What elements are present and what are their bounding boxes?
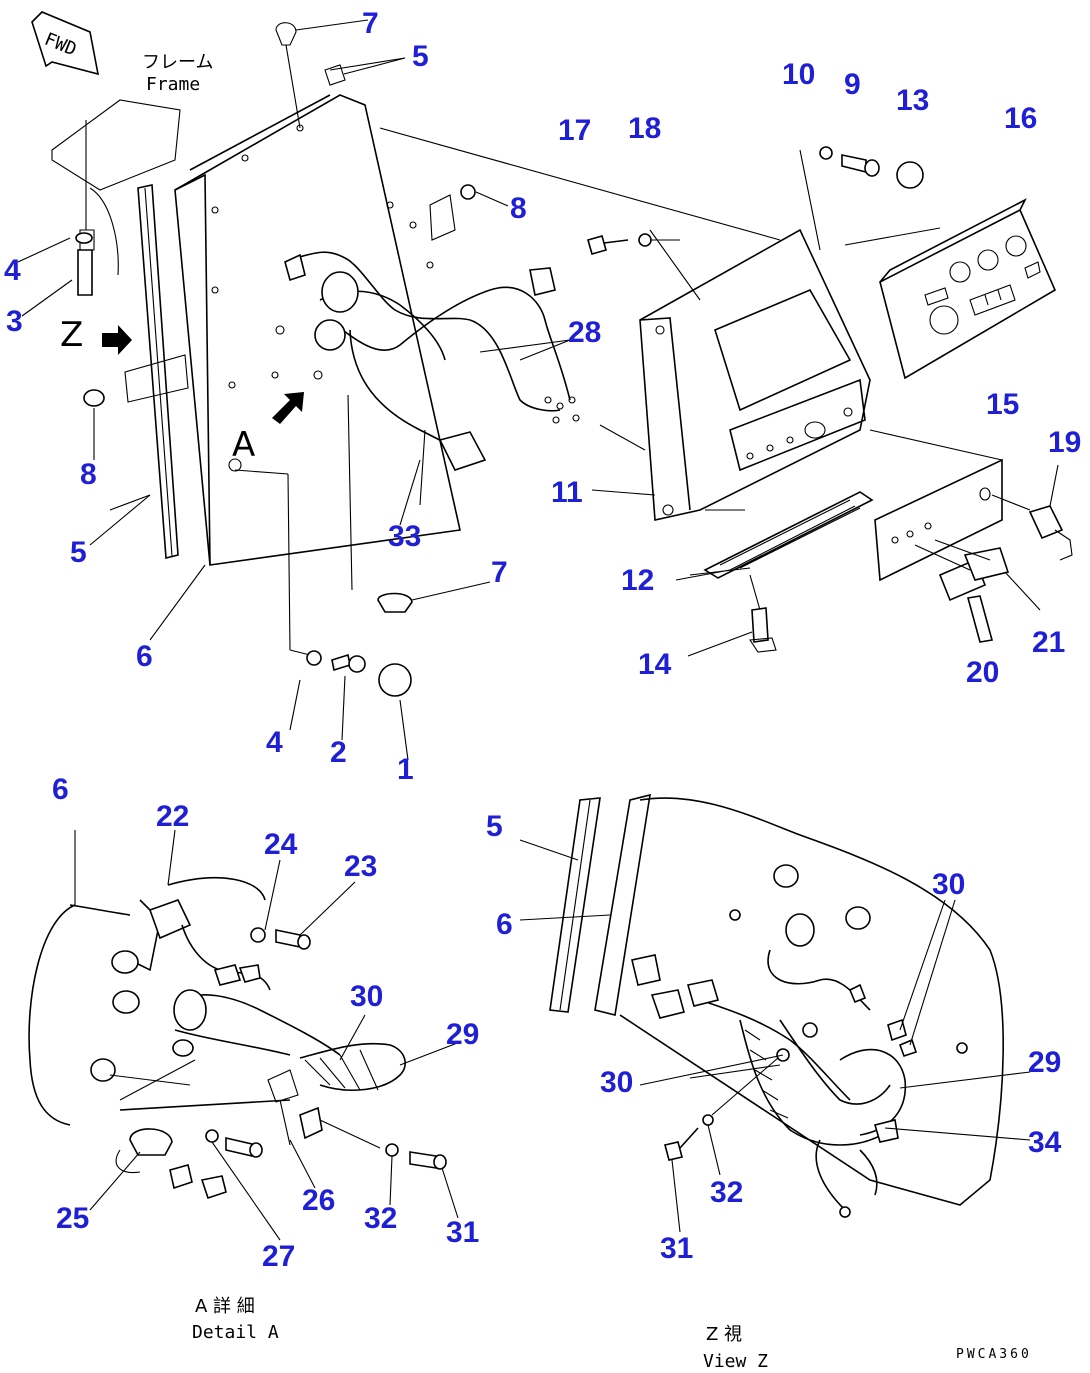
detail-a-caption-en: Detail A <box>192 1322 279 1343</box>
monitor-panel-16 <box>879 198 1057 380</box>
view-z-drawing <box>549 793 1004 1218</box>
callout-43: 34 <box>1028 1126 1062 1159</box>
callout-33: 25 <box>56 1202 89 1235</box>
callout-21: 12 <box>621 564 654 597</box>
callout-numbers: 7 5 8 4 3 8 5 6 33 7 28 4 2 1 17 18 10 9… <box>4 7 1081 1273</box>
callout-20: 11 <box>551 476 583 509</box>
callout-42: 29 <box>1028 1046 1061 1079</box>
view-z-caption-en: View Z <box>703 1351 768 1372</box>
callout-45: 31 <box>660 1232 693 1265</box>
callout-10: 28 <box>568 316 601 349</box>
z-marker: Z <box>60 315 83 355</box>
drawing-code: PWCA360 <box>956 1347 1032 1362</box>
callout-26: 20 <box>966 656 999 689</box>
callout-14: 17 <box>558 114 591 147</box>
callout-5: 8 <box>80 458 97 491</box>
seal-strip-5 <box>109 184 179 560</box>
cab-frame-11 <box>379 127 871 521</box>
frame-fragment <box>51 99 181 296</box>
callout-18: 13 <box>896 84 929 117</box>
callout-37: 31 <box>446 1216 479 1249</box>
frame-label-en: Frame <box>146 74 200 95</box>
callout-44: 32 <box>710 1176 743 1209</box>
callout-34: 27 <box>262 1240 295 1273</box>
callout-38: 5 <box>486 810 503 843</box>
leader-lines <box>17 57 1031 1241</box>
view-z-arrow-icon <box>102 325 132 355</box>
callout-29: 24 <box>264 828 298 861</box>
callout-9: 7 <box>491 556 508 589</box>
a-marker: A <box>232 425 255 465</box>
callout-6: 5 <box>70 536 87 569</box>
plate-12 <box>689 491 874 653</box>
callout-4: 3 <box>6 305 23 338</box>
callout-2: 8 <box>510 192 527 225</box>
callout-25: 21 <box>1032 626 1065 659</box>
bolt-stack-1-2-4 <box>234 469 412 761</box>
frame-label-jp: フレーム <box>142 52 213 73</box>
callout-11: 4 <box>266 726 283 759</box>
grommet-8-left <box>83 354 189 460</box>
bolts-17-18 <box>587 233 680 255</box>
wiring-harness-28 <box>284 251 580 613</box>
callout-15: 18 <box>628 112 661 145</box>
callout-13: 1 <box>397 753 414 786</box>
detail-a-arrow-icon <box>272 392 304 424</box>
callout-40: 30 <box>932 868 965 901</box>
callout-35: 26 <box>302 1184 335 1217</box>
detail-a-caption-jp: A 詳 細 <box>195 1296 255 1317</box>
view-z-caption-jp: Z 視 <box>706 1324 742 1345</box>
callout-39: 6 <box>496 908 513 941</box>
callout-19: 16 <box>1004 102 1037 135</box>
fwd-label: FWD <box>41 29 79 61</box>
callout-30: 23 <box>344 850 377 883</box>
callout-3: 4 <box>4 254 21 287</box>
bolts-9-10-13 <box>799 146 941 251</box>
callout-41: 30 <box>600 1066 633 1099</box>
callout-24: 19 <box>1048 426 1081 459</box>
callout-8: 33 <box>388 520 421 553</box>
callout-12: 2 <box>330 736 347 769</box>
callout-16: 10 <box>782 58 815 91</box>
fwd-arrow-icon: FWD <box>31 11 100 76</box>
callout-31: 30 <box>350 980 383 1013</box>
callout-32: 29 <box>446 1018 479 1051</box>
callout-36: 32 <box>364 1202 397 1235</box>
callout-1: 5 <box>412 40 429 73</box>
detail-a-drawing <box>28 877 447 1200</box>
callout-0: 7 <box>362 7 379 40</box>
callout-23: 15 <box>986 388 1019 421</box>
switch-20-21 <box>914 539 1041 643</box>
callout-22: 14 <box>638 648 672 681</box>
callout-28: 22 <box>156 800 189 833</box>
plate-15 <box>869 429 1031 582</box>
callout-17: 9 <box>844 68 861 101</box>
key-switch-19 <box>1028 464 1073 561</box>
callout-7: 6 <box>136 640 153 673</box>
callout-27: 6 <box>52 773 69 806</box>
